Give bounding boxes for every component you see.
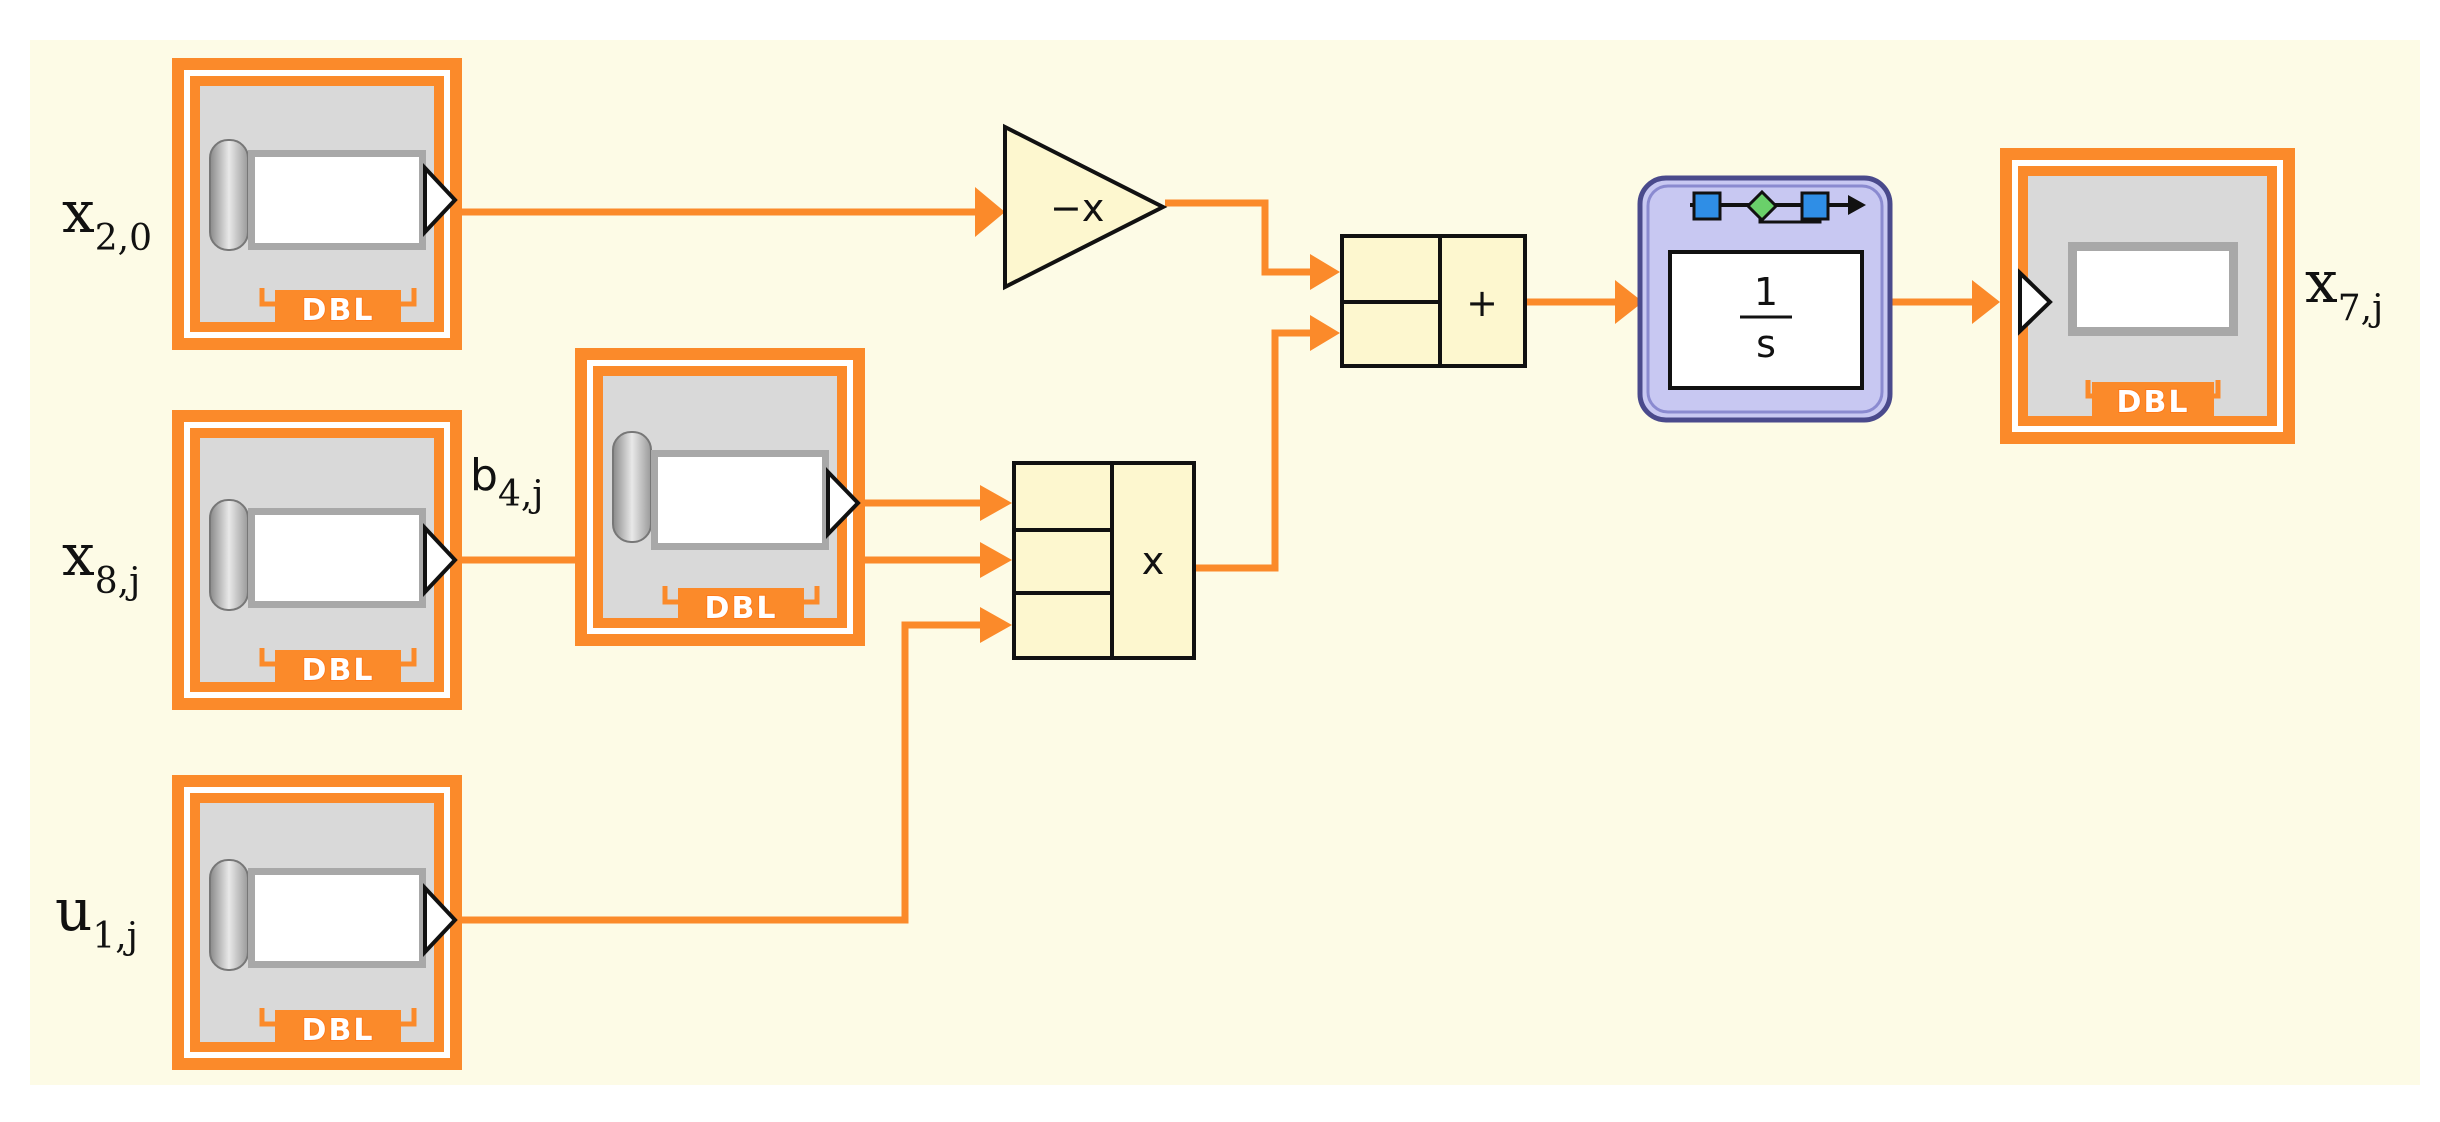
arrowhead <box>1972 280 2000 324</box>
arrowhead <box>1615 280 1643 324</box>
integrator-denominator: s <box>1756 322 1776 366</box>
label-x20: x2,0 <box>62 178 152 259</box>
add-node[interactable]: + <box>1340 234 1527 368</box>
add-symbol: + <box>1466 281 1498 325</box>
wire-u1j-to-multiply <box>460 621 985 924</box>
arrowhead <box>975 187 1005 237</box>
label-x8j: x8,j <box>62 521 140 602</box>
arrowhead <box>1310 254 1340 290</box>
type-badge-dbl: DBL <box>2117 385 2190 420</box>
input-terminal-u1j[interactable]: DBL <box>172 775 462 1070</box>
input-terminal-x20[interactable]: DBL <box>172 58 462 350</box>
arrowhead <box>1310 315 1340 351</box>
label-u1j: u1,j <box>55 876 138 957</box>
wire-arrows <box>975 187 2000 643</box>
arrowhead <box>980 607 1012 643</box>
wires <box>460 199 1990 924</box>
integrator-numerator: 1 <box>1754 270 1778 314</box>
integrator-node[interactable]: 1 s <box>1637 175 1893 423</box>
arrowhead <box>980 485 1012 521</box>
output-terminal-icon <box>423 882 458 958</box>
spinner-icon <box>612 431 652 543</box>
label-x7j: x7,j <box>2305 248 2383 329</box>
constant-terminal-b4j[interactable]: DBL <box>575 348 865 646</box>
type-badge-dbl: DBL <box>302 293 375 328</box>
spinner-icon <box>209 139 249 251</box>
spinner-icon <box>209 859 249 971</box>
arrowhead <box>980 542 1012 578</box>
spinner-icon <box>209 499 249 611</box>
negate-symbol: −x <box>1050 186 1104 230</box>
simulation-loop-icon <box>1690 189 1866 224</box>
input-terminal-icon <box>2018 268 2053 336</box>
multiply-symbol: x <box>1142 539 1165 583</box>
type-badge-dbl: DBL <box>302 1013 375 1048</box>
label-b4j: b4,j <box>470 450 543 515</box>
multiply-node[interactable]: x <box>1012 461 1196 660</box>
type-badge-dbl: DBL <box>302 653 375 688</box>
type-badge-dbl: DBL <box>705 591 778 626</box>
wire-negate-to-add <box>1165 199 1315 276</box>
negate-node[interactable]: −x <box>1003 123 1168 291</box>
output-indicator-x7j[interactable]: DBL <box>2000 148 2295 444</box>
input-terminal-x8j[interactable]: DBL <box>172 410 462 710</box>
output-terminal-icon <box>423 522 458 598</box>
wire-multiply-to-add <box>1195 329 1315 572</box>
output-terminal-icon <box>826 467 861 539</box>
output-terminal-icon <box>423 162 458 238</box>
